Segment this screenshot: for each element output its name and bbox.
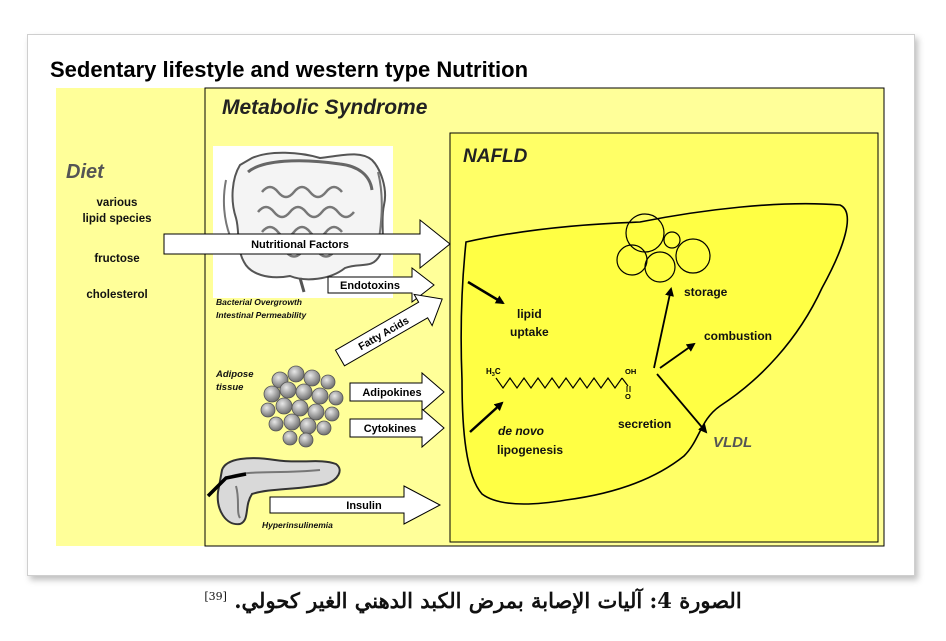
lipid-uptake-label-2: uptake bbox=[510, 325, 549, 339]
adipokines-label: Adipokines bbox=[362, 387, 421, 399]
insulin-arrow bbox=[269, 485, 442, 525]
figure-caption: الصورة 4: آليات الإصابة بمرض الكبد الدهن… bbox=[0, 588, 946, 613]
diet-heading: Diet bbox=[66, 161, 105, 183]
h3c-3: 3 bbox=[492, 372, 495, 378]
figure-title: Sedentary lifestyle and western type Nut… bbox=[50, 57, 528, 82]
h3c-h: H bbox=[486, 367, 492, 376]
caption-text: الصورة 4: آليات الإصابة بمرض الكبد الدهن… bbox=[234, 588, 742, 613]
endotoxins-arrow bbox=[327, 266, 435, 304]
pancreas-illustration bbox=[206, 457, 341, 526]
hyperinsulinemia-label: Hyperinsulinemia bbox=[262, 520, 333, 530]
storage-arrow bbox=[653, 287, 674, 369]
caption-reference: [39] bbox=[204, 590, 227, 603]
nutritional-factors-arrow bbox=[163, 218, 451, 270]
lipid-uptake-label-1: lipid bbox=[517, 307, 542, 321]
cytokines-arrow bbox=[349, 407, 445, 449]
combustion-arrow bbox=[659, 342, 696, 369]
vldl-arrow bbox=[656, 373, 708, 434]
combustion-label: combustion bbox=[704, 329, 772, 343]
diet-item-cholesterol: cholesterol bbox=[86, 289, 147, 301]
nafld-mechanism-diagram: Sedentary lifestyle and western type Nut… bbox=[50, 57, 885, 547]
intestine-illustration bbox=[213, 146, 393, 298]
cytokines-label: Cytokines bbox=[364, 423, 417, 435]
lipid-uptake-arrow bbox=[467, 280, 505, 305]
diet-item-fructose: fructose bbox=[94, 253, 139, 265]
carbonyl-o: O bbox=[625, 392, 631, 401]
adipose-label-1: Adipose bbox=[215, 369, 254, 380]
adipokines-arrow bbox=[349, 371, 445, 413]
insulin-label: Insulin bbox=[346, 500, 382, 512]
fatty-acid-molecule: H3C OH O bbox=[486, 367, 636, 401]
denovo-label-2: lipogenesis bbox=[497, 443, 563, 457]
storage-label: storage bbox=[684, 285, 728, 299]
nafld-label: NAFLD bbox=[463, 146, 528, 167]
diet-item-lipid-2: lipid species bbox=[82, 213, 151, 225]
fat-droplets bbox=[616, 213, 711, 283]
intestinal-permeability-label: Intestinal Permeability bbox=[216, 310, 307, 320]
bacterial-overgrowth-label: Bacterial Overgrowth bbox=[216, 297, 302, 307]
oh-group: OH bbox=[625, 367, 636, 376]
adipose-label-2: tissue bbox=[216, 382, 244, 393]
diet-item-lipid-1: various bbox=[97, 197, 138, 209]
liver-shape bbox=[460, 202, 849, 505]
vldl-label: VLDL bbox=[713, 434, 752, 451]
metabolic-syndrome-label: Metabolic Syndrome bbox=[222, 96, 428, 119]
h3c-c: C bbox=[495, 367, 501, 376]
secretion-label: secretion bbox=[618, 417, 671, 431]
endotoxins-label: Endotoxins bbox=[340, 280, 400, 292]
svg-text:H3C: H3C bbox=[486, 367, 501, 378]
denovo-label-1: de novo bbox=[498, 424, 544, 438]
adipose-tissue-illustration bbox=[260, 365, 344, 448]
nutritional-factors-label: Nutritional Factors bbox=[251, 239, 349, 251]
denovo-arrow bbox=[469, 401, 504, 433]
